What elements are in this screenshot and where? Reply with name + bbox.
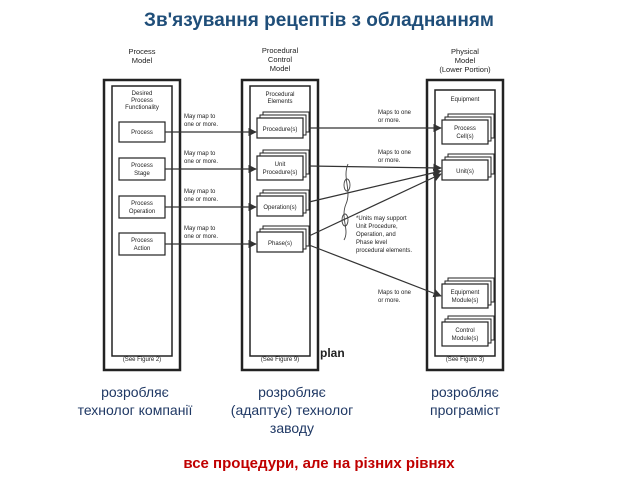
- operation-stack: Operation(s): [256, 189, 310, 217]
- arrow-phase-to-equipment-module: [308, 244, 442, 298]
- arrow-operation-to-unit: [308, 168, 442, 203]
- map-label-2-line-1: May map to: [184, 151, 216, 157]
- unit-procedure-label-line-1: Unit: [275, 162, 286, 168]
- process-group-label-line-1: Desired: [132, 91, 153, 97]
- process-stage-label-line-2: Stage: [134, 171, 150, 177]
- map-label-3-line-2: one or more.: [184, 197, 218, 203]
- equipment-module-stack: Equipment Module(s): [441, 277, 495, 309]
- physical-header-line-2: Model: [455, 56, 476, 65]
- process-model-column: Process Model Desired Process Functional…: [102, 47, 182, 372]
- caption-2-line-2: (адаптує) технолог: [230, 402, 354, 418]
- maps-label-2-line-2: or more.: [378, 158, 401, 164]
- process-group-label-line-3: Functionality: [125, 105, 159, 111]
- right-mapping-arrows: [308, 123, 442, 298]
- procedural-header-line-2: Control: [268, 55, 293, 64]
- page-title: Зв'язування рецептів з обладнанням: [144, 10, 494, 31]
- process-operation-label-line-2: Operation: [129, 209, 155, 215]
- left-mapping-labels: May map to one or more. May map to one o…: [184, 114, 218, 240]
- footer-note: все процедури, але на різних рівнях: [183, 455, 455, 472]
- process-model-footnote: (See Figure 2): [123, 357, 161, 363]
- caption-plant-technologist: розробляє (адаптує) технолог заводу: [212, 383, 372, 437]
- maps-label-2-line-1: Maps to one: [378, 150, 412, 156]
- process-cell-stack: Process Cell(s): [441, 113, 495, 145]
- unit-support-loop-2: [341, 213, 349, 227]
- maps-label-3-line-2: or more.: [378, 298, 401, 304]
- physical-header-line-1: Physical: [451, 47, 479, 56]
- caption-2-line-1: розробляє: [258, 384, 326, 400]
- maps-label-3-line-1: Maps to one: [378, 290, 412, 296]
- control-module-label-line-1: Control: [455, 328, 474, 334]
- map-label-3-line-1: May map to: [184, 189, 216, 195]
- unit-support-bracket: [343, 163, 349, 241]
- process-box-label: Process: [131, 130, 153, 136]
- caption-1-line-1: розробляє: [101, 384, 169, 400]
- arrow-phase-to-unit: [308, 173, 442, 237]
- caption-programmer: розробляє програміст: [400, 383, 530, 419]
- map-label-1-line-1: May map to: [184, 114, 216, 120]
- procedural-control-model-column: Procedural Control Model Procedural Elem…: [240, 46, 320, 372]
- unit-support-loop-1: [343, 178, 351, 192]
- procedural-model-frame: [240, 78, 320, 372]
- equipment-module-label-line-2: Module(s): [452, 298, 479, 304]
- procedure-label: Procedure(s): [263, 127, 298, 133]
- physical-model-frame: [425, 78, 505, 372]
- equipment-module-label-line-1: Equipment: [451, 290, 480, 296]
- unit-procedure-stack: Unit Procedure(s): [256, 149, 310, 181]
- procedural-model-footnote: (See Figure 9): [261, 357, 299, 363]
- caption-1-line-2: технолог компанії: [77, 402, 193, 418]
- arrow-unit-procedure-to-unit: [308, 163, 442, 173]
- physical-header-line-3: (Lower Portion): [439, 65, 491, 74]
- maps-label-1-line-2: or more.: [378, 118, 401, 124]
- map-label-4-line-1: May map to: [184, 226, 216, 232]
- process-group-label-line-2: Process: [131, 98, 153, 104]
- note-line-4: Phase level: [356, 240, 387, 246]
- process-action-label-line-1: Process: [131, 238, 153, 244]
- process-model-inner-frame: [111, 85, 173, 357]
- left-mapping-arrows: [165, 127, 257, 249]
- procedural-group-label-line-1: Procedural: [265, 92, 294, 98]
- process-model-header-line-1: Process: [128, 47, 155, 56]
- map-label-4-line-2: one or more.: [184, 234, 218, 240]
- process-operation-label-line-1: Process: [131, 201, 153, 207]
- procedural-header-line-3: Model: [270, 64, 291, 73]
- unit-procedure-label-line-2: Procedure(s): [263, 170, 298, 176]
- map-label-2-line-2: one or more.: [184, 159, 218, 165]
- map-label-1-line-2: one or more.: [184, 122, 218, 128]
- caption-3-line-2: програміст: [430, 402, 500, 418]
- note-line-3: Operation, and: [356, 232, 396, 238]
- unit-stack: Unit(s): [441, 153, 495, 181]
- caption-company-technologist: розробляє технолог компанії: [60, 383, 210, 419]
- physical-group-label: Equipment: [451, 97, 480, 103]
- procedural-header-line-1: Procedural: [262, 46, 299, 55]
- caption-3-line-1: розробляє: [431, 384, 499, 400]
- procedure-stack: Procedure(s): [256, 111, 310, 139]
- note-line-2: Unit Procedure,: [356, 224, 398, 230]
- control-module-label-line-2: Module(s): [452, 336, 479, 342]
- process-model-frame: [102, 78, 182, 372]
- caption-2-line-3: заводу: [269, 420, 315, 436]
- procedural-group-label-line-2: Elements: [267, 99, 292, 105]
- physical-model-inner-frame: [434, 89, 496, 357]
- phase-label: Phase(s): [268, 241, 292, 247]
- maps-label-1-line-1: Maps to one: [378, 110, 412, 116]
- process-cell-label-line-2: Cell(s): [456, 134, 473, 140]
- unit-label: Unit(s): [456, 169, 474, 175]
- process-cell-label-line-1: Process: [454, 126, 476, 132]
- note-line-5: procedural elements.: [356, 248, 412, 254]
- control-module-stack: Control Module(s): [441, 315, 495, 347]
- note-line-1: *Units may support: [356, 216, 407, 222]
- physical-model-footnote: (See Figure 3): [446, 357, 484, 363]
- process-model-header-line-2: Model: [132, 56, 153, 65]
- process-action-label-line-2: Action: [134, 246, 151, 252]
- procedural-model-inner-frame: [249, 85, 311, 357]
- physical-model-column: Physical Model (Lower Portion) Equipment…: [425, 47, 505, 372]
- recipe-equipment-mapping-diagram: Process Model Desired Process Functional…: [102, 46, 505, 372]
- unit-support-note: *Units may support Unit Procedure, Opera…: [356, 216, 412, 254]
- operation-label: Operation(s): [263, 205, 296, 211]
- watermark-text: plan: [320, 346, 345, 360]
- right-mapping-labels: Maps to one or more. Maps to one or more…: [378, 110, 412, 304]
- phase-stack: Phase(s): [256, 225, 310, 253]
- process-stage-label-line-1: Process: [131, 163, 153, 169]
